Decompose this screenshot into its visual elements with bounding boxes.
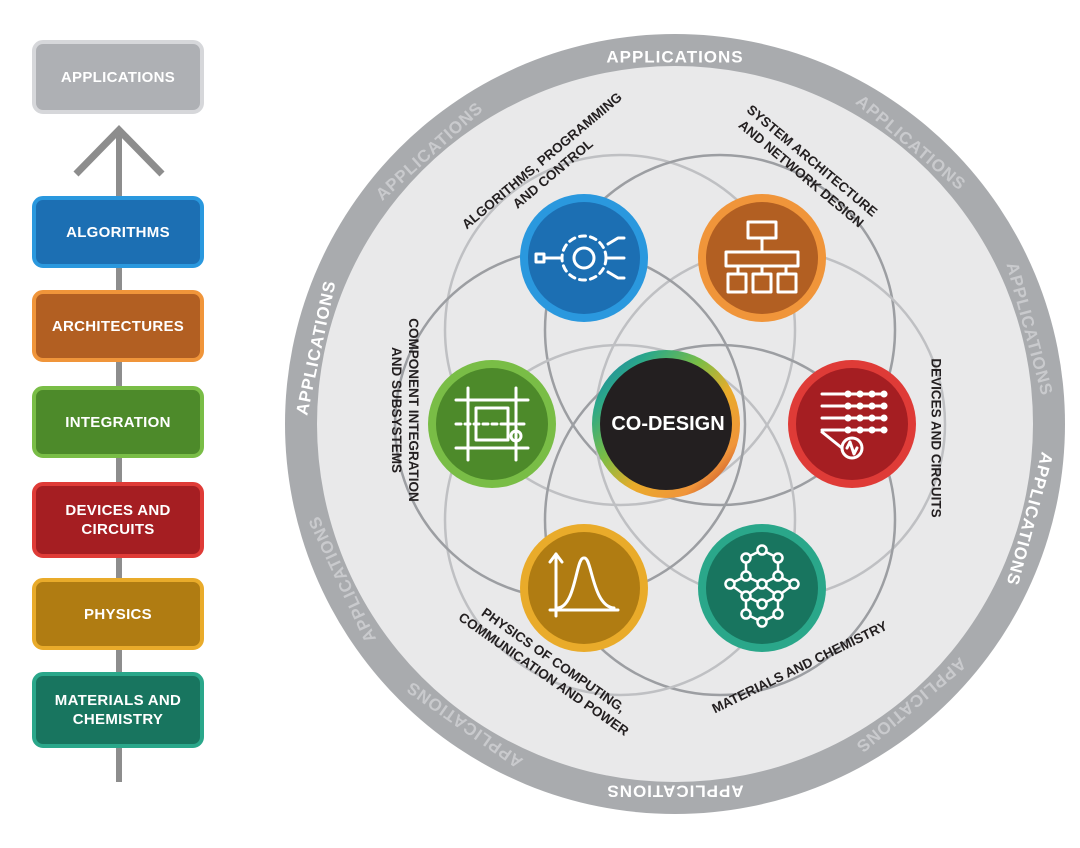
nodes <box>428 194 916 652</box>
molecule-lattice-icon <box>724 544 800 628</box>
bell-curve-icon <box>548 552 620 618</box>
layer-box-2: ARCHITECTURES <box>32 290 204 362</box>
node-core <box>528 532 640 644</box>
up-arrow-icon <box>73 124 165 177</box>
layer-box-6: MATERIALS AND CHEMISTRY <box>32 672 204 748</box>
circuit-grid-icon <box>820 390 888 460</box>
orbit-ring <box>443 153 797 507</box>
layer-label-2: ARCHITECTURES <box>51 317 185 335</box>
orbit-ring <box>543 153 897 507</box>
co-design-core <box>600 358 732 490</box>
applications-box-label: APPLICATIONS <box>60 68 176 86</box>
layer-stack: APPLICATIONS ALGORITHMS ARCHITECTURES INTE… <box>0 0 240 848</box>
layer-label-1: ALGORITHMS <box>66 223 170 241</box>
orbit-ring <box>443 343 797 697</box>
node-label-line: COMPONENT INTEGRATION <box>406 318 421 502</box>
layer-box-3: INTEGRATION <box>32 386 204 458</box>
node-1 <box>520 194 648 322</box>
node-4 <box>698 524 826 652</box>
ring-applications-label: APPLICATIONS <box>606 47 743 66</box>
node-label-line: AND SUBSYSTEMS <box>389 347 404 473</box>
node-6 <box>428 360 556 488</box>
node-core <box>528 202 640 314</box>
node-3 <box>788 360 916 488</box>
co-design-label: CO-DESIGN <box>611 413 725 435</box>
layer-box-4: DEVICES AND CIRCUITS <box>32 482 204 558</box>
hierarchy-network-icon <box>724 220 800 294</box>
applications-box: APPLICATIONS <box>32 40 204 114</box>
node-2 <box>698 194 826 322</box>
node-label-3: DEVICES AND CIRCUITS <box>928 358 943 517</box>
node-core <box>796 368 908 480</box>
layer-label-5: PHYSICS <box>84 605 152 623</box>
layer-label-6: MATERIALS AND CHEMISTRY <box>54 692 182 728</box>
component-routing-icon <box>454 386 530 462</box>
node-5 <box>520 524 648 652</box>
layer-label-3: INTEGRATION <box>65 413 171 431</box>
orbit-ring <box>543 343 897 697</box>
layer-label-4: DEVICES AND CIRCUITS <box>65 502 171 538</box>
node-label-line: DEVICES AND CIRCUITS <box>928 358 943 517</box>
layer-box-1: ALGORITHMS <box>32 196 204 268</box>
gear-process-icon <box>534 234 626 282</box>
ring-applications-label: APPLICATIONS <box>606 782 743 801</box>
node-core <box>706 202 818 314</box>
layer-box-5: PHYSICS <box>32 578 204 650</box>
